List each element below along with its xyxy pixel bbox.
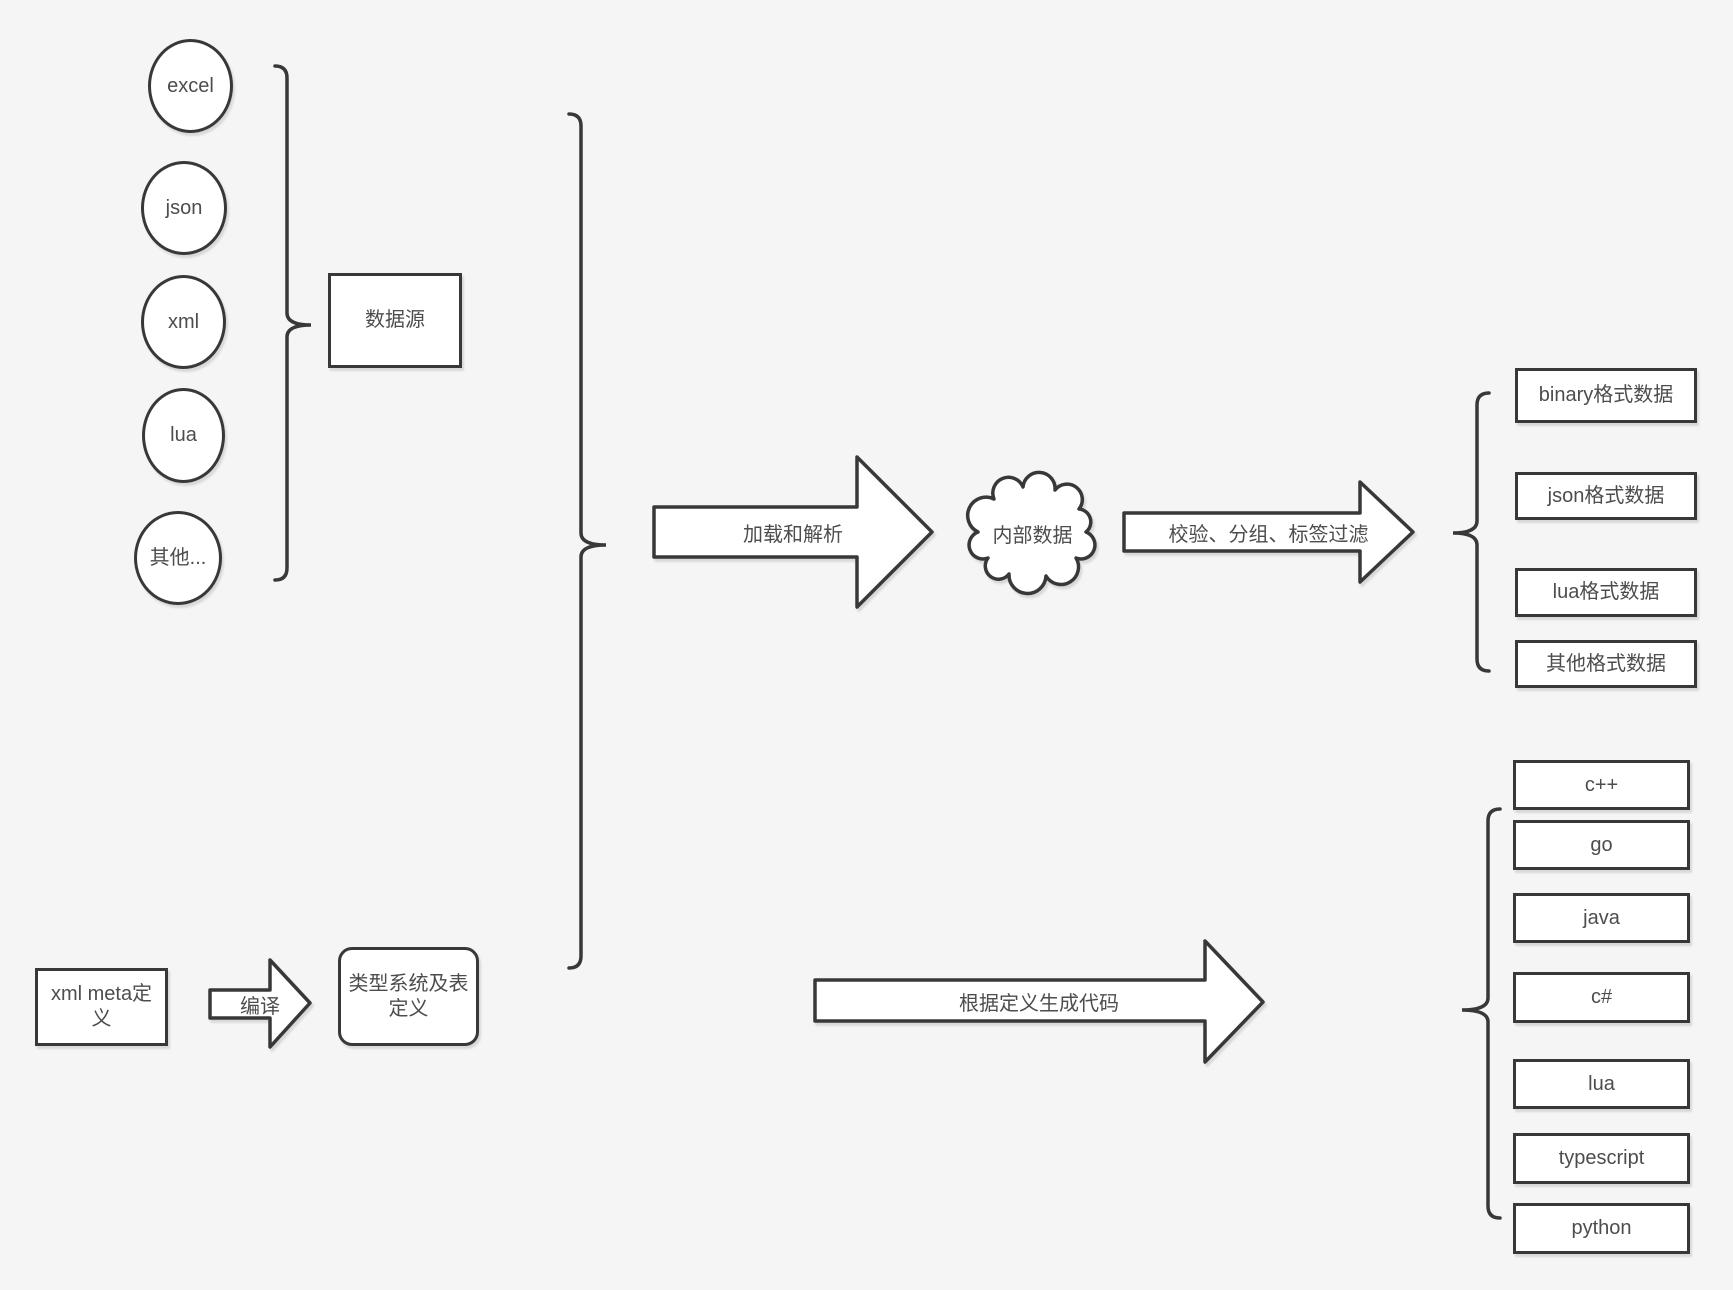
output-box-lua: lua格式数据: [1515, 568, 1697, 617]
compile-arrow: [208, 958, 312, 1049]
main-group-brace: [567, 112, 607, 970]
type-system-box: 类型系统及表定义: [338, 947, 479, 1046]
language-box-python: python: [1513, 1203, 1690, 1254]
data-source-box: 数据源: [328, 273, 462, 368]
language-box-java: java: [1513, 893, 1690, 943]
filter-arrow: [1122, 480, 1415, 584]
source-node-xml: xml: [141, 275, 226, 369]
xml-meta-box: xml meta定义: [35, 968, 168, 1046]
language-box-go: go: [1513, 820, 1690, 870]
output-box-binary: binary格式数据: [1515, 368, 1697, 423]
formats-group-brace: [1452, 391, 1491, 673]
source-node-other: 其他...: [134, 511, 222, 605]
output-box-other: 其他格式数据: [1515, 640, 1697, 688]
generate-code-arrow: [813, 939, 1265, 1064]
output-box-json: json格式数据: [1515, 472, 1697, 520]
source-node-excel: excel: [148, 39, 233, 133]
load-parse-arrow: [652, 455, 934, 609]
language-box-cpp: c++: [1513, 760, 1690, 810]
internal-data-cloud: [965, 470, 1097, 596]
languages-group-brace: [1461, 807, 1502, 1220]
sources-group-brace: [273, 64, 312, 582]
source-node-lua: lua: [142, 388, 225, 483]
source-node-json: json: [141, 161, 227, 255]
language-box-typescript: typescript: [1513, 1133, 1690, 1184]
language-box-csharp: c#: [1513, 972, 1690, 1023]
language-box-lua: lua: [1513, 1059, 1690, 1109]
